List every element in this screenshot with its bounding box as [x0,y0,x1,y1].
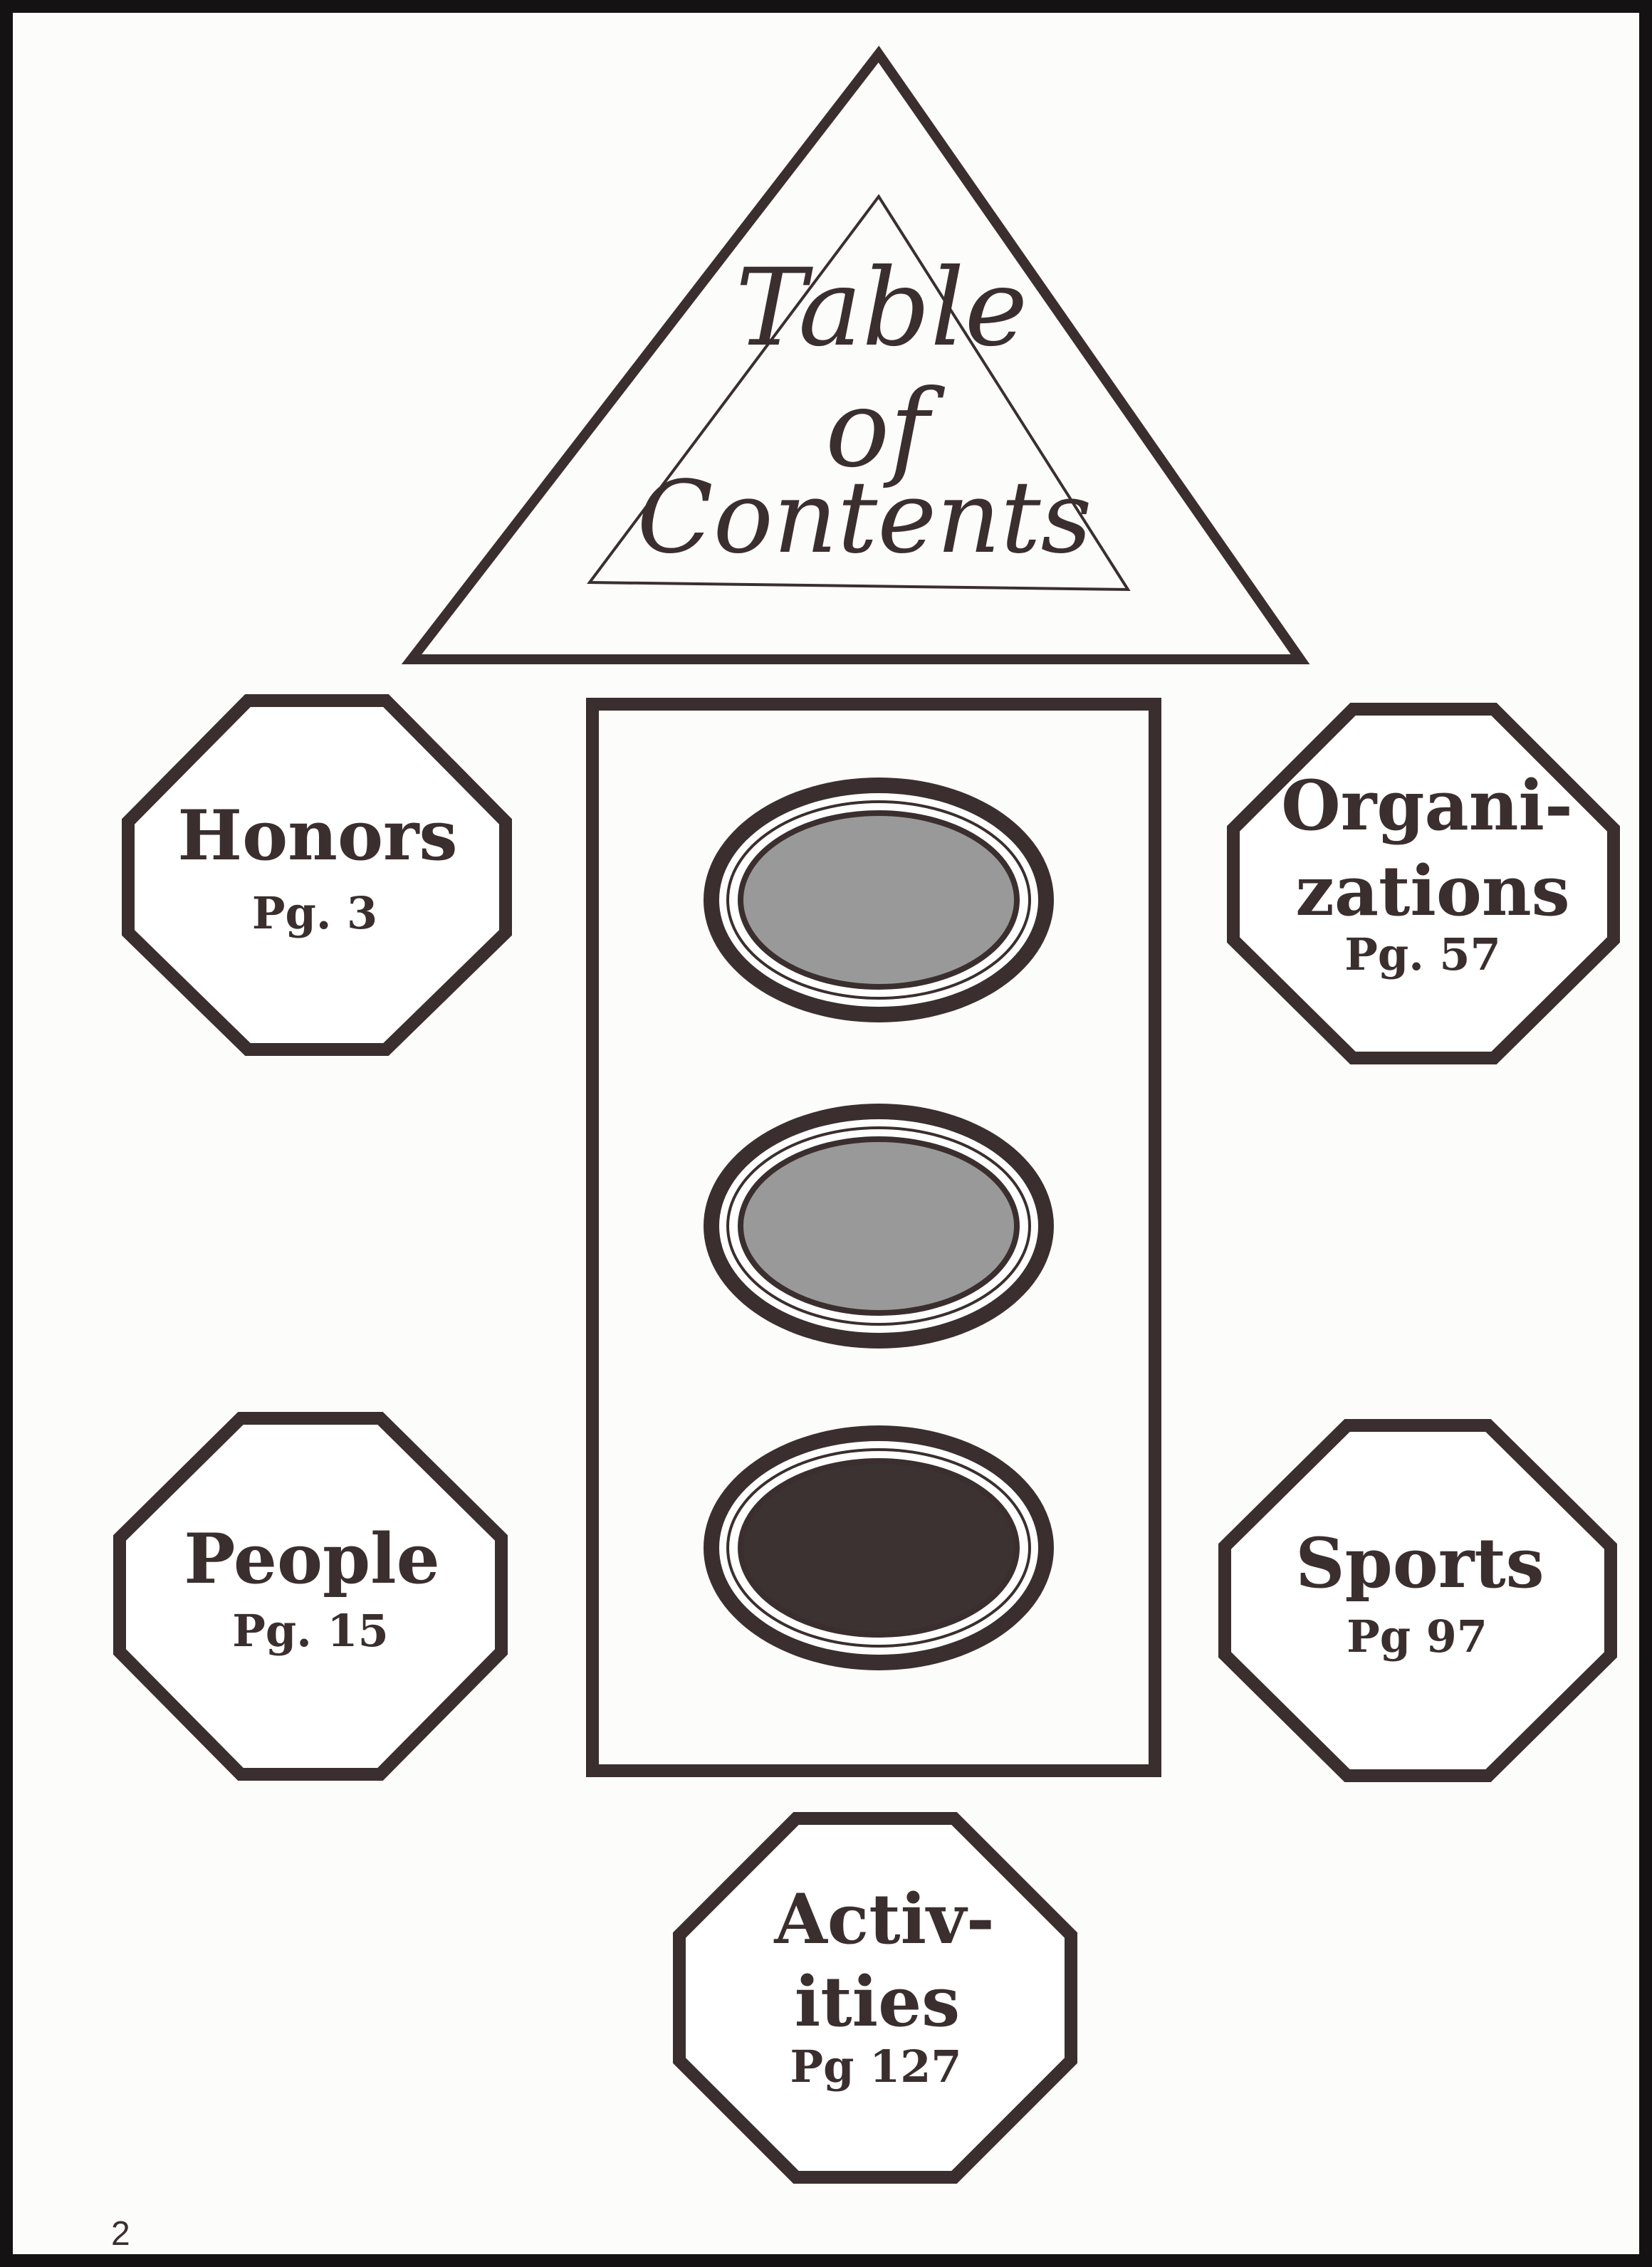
octagon-activities [673,1812,1077,2184]
signal-light-top [704,778,1054,1022]
page-number: 2 [111,2215,130,2253]
organizations-page: Pg. 57 [1344,928,1501,980]
organizations-label-line-1: Organi- [1281,765,1573,846]
honors-label: Honors [177,795,458,876]
title-triangle-inner [587,194,1131,592]
sports-page: Pg 97 [1347,1611,1488,1663]
signal-light-middle [704,1104,1054,1349]
title-triangle-outer [401,46,1310,664]
title-line-1: Table [735,246,1028,370]
octagon-sports [1218,1419,1617,1782]
activities-label-line-2: ities [794,1962,961,2042]
signal-light-bottom [704,1425,1054,1670]
octagon-people [113,1412,508,1781]
sports-label: Sports [1295,1523,1544,1603]
honors-page: Pg. 3 [251,887,378,939]
title-line-3: Contents [637,460,1092,576]
activities-label-line-1: Activ- [774,1879,995,1959]
organizations-label-line-2: zations [1295,851,1570,931]
activities-page: Pg 127 [790,2041,962,2093]
signal-box [586,698,1161,1777]
people-page: Pg. 15 [232,1605,389,1657]
traffic-light-artwork [113,46,1620,2184]
octagon-organizations [1227,703,1620,1064]
octagon-honors [122,694,512,1056]
title-line-2: of [825,367,929,491]
people-label: People [184,1519,440,1599]
